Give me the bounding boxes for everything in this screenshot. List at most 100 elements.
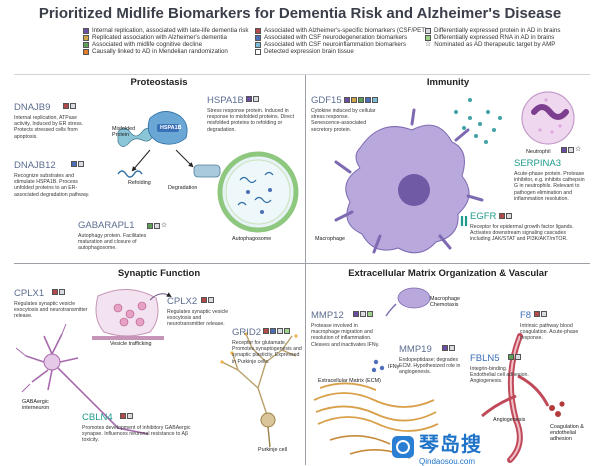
watermark-logo-icon xyxy=(392,436,414,458)
badge xyxy=(534,311,540,317)
gene-desc: Autophagy protein. Facilitates maturatio… xyxy=(78,232,147,252)
legend-swatch xyxy=(83,48,89,55)
badge xyxy=(52,289,58,295)
marker-group: CBLN4 Promotes development of inhibitory… xyxy=(82,413,192,444)
label-refolding: Refolding xyxy=(128,180,151,186)
badge xyxy=(351,97,357,103)
gene-dnajb9: DNAJB9 xyxy=(14,102,51,113)
autophagosome-shape xyxy=(217,151,299,233)
marker-group: GABARAPL1 Autophagy protein. Facilitates… xyxy=(78,221,168,252)
marker-group: MMP12 Protease involved in macrophage mi… xyxy=(311,311,383,348)
badge xyxy=(367,311,373,317)
page-title: Prioritized Midlife Biomarkers for Demen… xyxy=(38,5,562,22)
badge xyxy=(208,297,214,303)
legend-item: Associated with midlife cognitive declin… xyxy=(83,41,253,48)
legend-swatch xyxy=(83,41,89,48)
label-degradation: Degradation xyxy=(168,185,198,191)
gene-serpina3: SERPINA3 xyxy=(514,158,561,169)
badge xyxy=(442,345,448,351)
legend-column-1: Internal replication, associated with la… xyxy=(83,27,253,55)
star-icon: ☆ xyxy=(575,146,582,153)
watermark-text: 琴岛搜 xyxy=(419,434,482,456)
watermark-url: Qindaosou.com xyxy=(419,457,476,466)
gene-desc: Intrinsic pathway blood coagulation. Acu… xyxy=(520,322,579,342)
label-purkinje: Purkinje cell xyxy=(258,447,288,453)
gene-cbln4: CBLN4 xyxy=(82,412,113,423)
gene-cplx1: CPLX1 xyxy=(14,288,45,299)
gene-desc: Recognize substrates and stimulate HSPA1… xyxy=(14,172,90,198)
marker-badges xyxy=(200,297,214,303)
marker-group: MMP19 Endopeptidase; degrades ECM. Hypot… xyxy=(399,345,465,376)
marker-group: GRID2 Receptor for glutamate. Promotes s… xyxy=(232,328,304,365)
badge xyxy=(59,289,65,295)
top-rule xyxy=(14,74,590,75)
marker-group: CPLX1 Regulates synaptic vesicle exocyto… xyxy=(14,289,94,320)
marker-group: DNAJB12 Recognize substrates and stimula… xyxy=(14,161,96,198)
marker-badges xyxy=(343,97,378,103)
legend-item: Replicated association with Alzheimer's … xyxy=(83,34,253,41)
label-interneuron: GABAergic interneuron xyxy=(22,399,50,411)
watermark: 琴岛搜 Qindaosou.com xyxy=(392,428,482,466)
label-ifng: IFNγ xyxy=(388,364,400,370)
gene-grid2: GRID2 xyxy=(232,327,262,338)
badge xyxy=(365,97,371,103)
legend-swatch xyxy=(255,48,261,55)
badge xyxy=(277,328,283,334)
refold-arrow xyxy=(131,149,151,172)
gene-gdf15: GDF15 xyxy=(311,95,342,106)
legend-item: Differentially expressed RNA in AD in br… xyxy=(425,34,595,41)
gene-f8: F8 xyxy=(520,310,532,321)
badge xyxy=(78,161,84,167)
badge xyxy=(541,311,547,317)
legend-item: Associated with CSF neuroinflammation bi… xyxy=(255,41,423,48)
gene-fbln5: FBLN5 xyxy=(470,353,500,364)
badge xyxy=(263,328,269,334)
badge xyxy=(63,103,69,109)
star-icon: ☆ xyxy=(425,41,432,48)
chemotaxis-cell xyxy=(397,287,431,309)
legend-item: Causally linked to AD in Mendelian rando… xyxy=(83,48,253,55)
presynaptic-terminal-shape xyxy=(95,289,159,337)
gene-desc: Receptor for glutamate. Promotes synapto… xyxy=(232,339,302,365)
label-vesicle-trafficking: Vesicle trafficking xyxy=(110,341,152,347)
gene-desc: Acute-phase protein. Protease inhibitor,… xyxy=(514,170,585,202)
badge xyxy=(515,354,521,360)
gene-desc: Protease involved in macrophage migratio… xyxy=(311,322,380,348)
macrophage-nucleus xyxy=(398,174,430,206)
badge xyxy=(147,222,153,229)
label-angiogenesis: Angiogenesis xyxy=(493,417,526,423)
label-hspa1b-tag: HSPA1B xyxy=(160,125,182,131)
marker-group: F8 Intrinsic pathway blood coagulation. … xyxy=(520,311,590,342)
badge xyxy=(499,213,505,219)
legend-swatch xyxy=(255,27,261,34)
marker-badges xyxy=(245,96,259,102)
panel-title-synaptic: Synaptic Function xyxy=(117,268,201,279)
gene-gabarapl1: GABARAPL1 xyxy=(78,220,135,231)
panel-title-ecm: Extracellular Matrix Organization & Vasc… xyxy=(348,268,548,279)
badge xyxy=(127,413,133,419)
badge xyxy=(568,146,574,153)
legend-item: Differentially expressed protein in AD i… xyxy=(425,27,595,34)
horizontal-divider xyxy=(14,263,590,264)
marker-group: DNAJB9 Internal replication, ATPase acti… xyxy=(14,103,94,140)
gene-desc: Promotes development of inhibitory GABAe… xyxy=(82,424,191,444)
gene-desc: Regulates synaptic vesicle exocytosis an… xyxy=(167,308,229,328)
legend-item: Associated with Alzheimer's-specific bio… xyxy=(255,27,427,34)
badge xyxy=(71,161,77,167)
badge xyxy=(246,96,252,102)
panel-title-immunity: Immunity xyxy=(426,77,470,88)
gene-egfr: EGFR xyxy=(470,211,497,222)
legend-swatch xyxy=(255,41,261,48)
badge xyxy=(120,413,126,419)
gene-desc: Receptor for epidermal growth factor lig… xyxy=(470,223,574,243)
legend-item: Internal replication, associated with la… xyxy=(83,27,253,34)
marker-group: CPLX2 Regulates synaptic vesicle exocyto… xyxy=(167,297,235,328)
label-autophagosome: Autophagosome xyxy=(232,236,272,242)
gene-mmp19: MMP19 xyxy=(399,344,432,355)
marker-badges xyxy=(352,311,373,317)
legend-item: Associated with CSF neurodegeneration bi… xyxy=(255,34,423,41)
gene-cplx2: CPLX2 xyxy=(167,296,198,307)
legend-swatch xyxy=(425,34,431,41)
label-ecm: Extracellular Matrix (ECM) xyxy=(318,378,381,384)
marker-badges xyxy=(70,161,84,167)
